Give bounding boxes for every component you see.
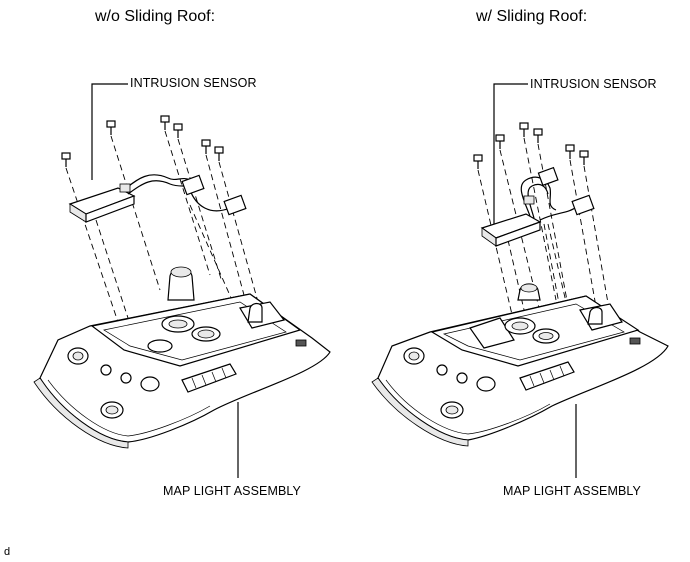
right-exploded-view xyxy=(371,83,669,478)
right-screws xyxy=(473,122,589,169)
left-map-light-assembly xyxy=(33,266,331,449)
right-intrusion-sensor xyxy=(480,166,595,247)
screw-icon xyxy=(495,134,505,149)
right-map-light-assembly xyxy=(371,283,669,447)
right-panel-title: w/ Sliding Roof: xyxy=(476,8,588,25)
right-intrusion-sensor-label: INTRUSION SENSOR xyxy=(530,77,657,91)
left-screws xyxy=(61,115,224,167)
footer-mark: d xyxy=(4,546,11,558)
screw-icon xyxy=(214,146,224,161)
left-intrusion-sensor xyxy=(68,174,247,223)
screw-icon xyxy=(473,154,483,169)
left-panel-title: w/o Sliding Roof: xyxy=(95,8,216,25)
left-intrusion-sensor-label: INTRUSION SENSOR xyxy=(130,76,257,90)
screw-icon xyxy=(61,152,71,167)
left-dashed-guides xyxy=(65,130,259,323)
right-map-light-assembly-label: MAP LIGHT ASSEMBLY xyxy=(503,484,641,498)
screw-icon xyxy=(173,123,183,138)
screw-icon xyxy=(519,122,529,137)
screw-icon xyxy=(533,128,543,143)
right-sensor-leader-line xyxy=(493,83,528,230)
screw-icon xyxy=(201,139,211,154)
left-exploded-view xyxy=(33,83,331,478)
screw-icon xyxy=(106,120,116,135)
screw-icon xyxy=(565,144,575,159)
screw-icon xyxy=(160,115,170,130)
left-sensor-leader-line xyxy=(91,83,128,180)
screw-icon xyxy=(579,150,589,165)
left-map-light-assembly-label: MAP LIGHT ASSEMBLY xyxy=(163,484,301,498)
